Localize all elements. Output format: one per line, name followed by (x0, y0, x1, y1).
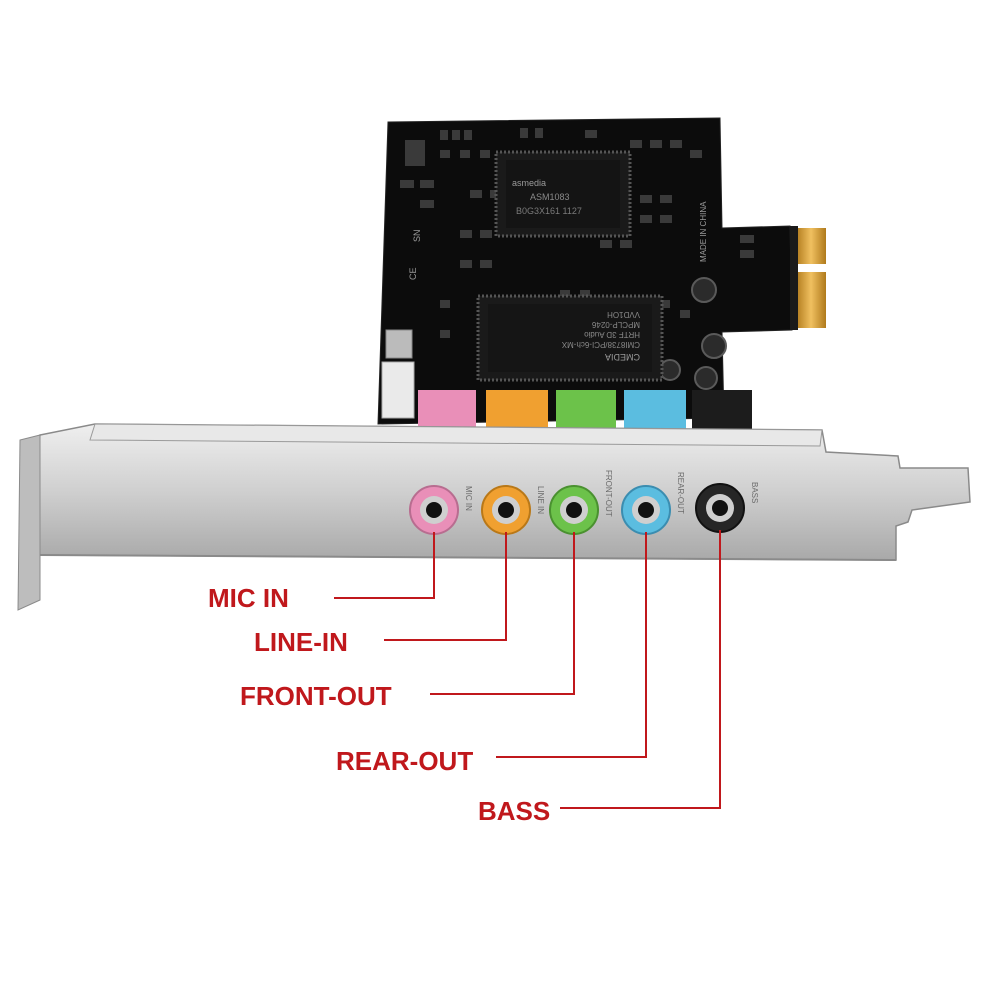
pci-express-connector (790, 226, 826, 330)
ce-mark: CE (408, 267, 418, 280)
jack-block-green (556, 390, 616, 432)
port-label-bass: BASS (478, 796, 550, 826)
bracket-port-bass (695, 483, 745, 533)
callout-labels: MIC IN LINE-IN FRONT-OUT REAR-OUT BASS (208, 583, 550, 826)
callout-line-bass (560, 530, 721, 809)
jack-block-blue (624, 390, 686, 432)
chip2-line3: MPCLP-0246 (591, 320, 640, 329)
made-in-text: MADE IN CHINA (699, 201, 708, 262)
chip2-brand: CMEDIA (605, 352, 640, 362)
chip2-line4: VVD1OH (607, 310, 640, 319)
pcb-board: asmedia ASM1083 B0G3X161 1127 CMEDIA CMI… (377, 117, 826, 425)
chip2-line2: HRTF 3D Audio (584, 330, 640, 339)
jack-block-black (692, 390, 752, 432)
chip1-model: ASM1083 (530, 192, 570, 202)
callout-lines (334, 530, 721, 809)
bracket-label-bass: BASS (750, 482, 759, 503)
port-label-front-out: FRONT-OUT (240, 681, 392, 711)
cd-audio-header (381, 329, 415, 419)
bracket-port-mic (409, 485, 459, 535)
callout-line-rear-out (496, 532, 647, 758)
jack-block-orange (486, 390, 548, 432)
chip1-code: B0G3X161 1127 (516, 206, 582, 216)
bracket-label-line: LINE IN (536, 486, 545, 514)
cmedia-chip: CMEDIA CMI8738/PCI-6ch-MX HRTF 3D Audio … (476, 294, 664, 382)
callout-line-mic (334, 532, 435, 599)
chip2-line1: CMI8738/PCI-6ch-MX (561, 340, 640, 349)
asmedia-chip: asmedia ASM1083 B0G3X161 1127 (494, 150, 632, 238)
port-label-line-in: LINE-IN (254, 627, 348, 657)
chip1-brand: asmedia (512, 178, 546, 188)
smd-components (400, 128, 754, 338)
bracket-label-front: FRONT-OUT (604, 470, 613, 517)
callout-line-line-in (384, 532, 507, 641)
jack-block-pink (418, 390, 476, 432)
bracket-label-rear: REAR-OUT (676, 472, 685, 514)
callout-line-front-out (430, 532, 575, 695)
bracket-label-mic: MIC IN (464, 486, 473, 511)
bracket-port-rear (621, 485, 671, 535)
port-label-mic-in: MIC IN (208, 583, 289, 613)
metal-bracket: MIC IN LINE IN FRONT-OUT REAR-OUT BASS (17, 423, 971, 611)
bracket-port-line (481, 485, 531, 535)
bracket-port-front (549, 485, 599, 535)
board-audio-jacks (418, 390, 752, 432)
port-label-rear-out: REAR-OUT (336, 746, 473, 776)
sn-mark: SN (412, 229, 422, 242)
